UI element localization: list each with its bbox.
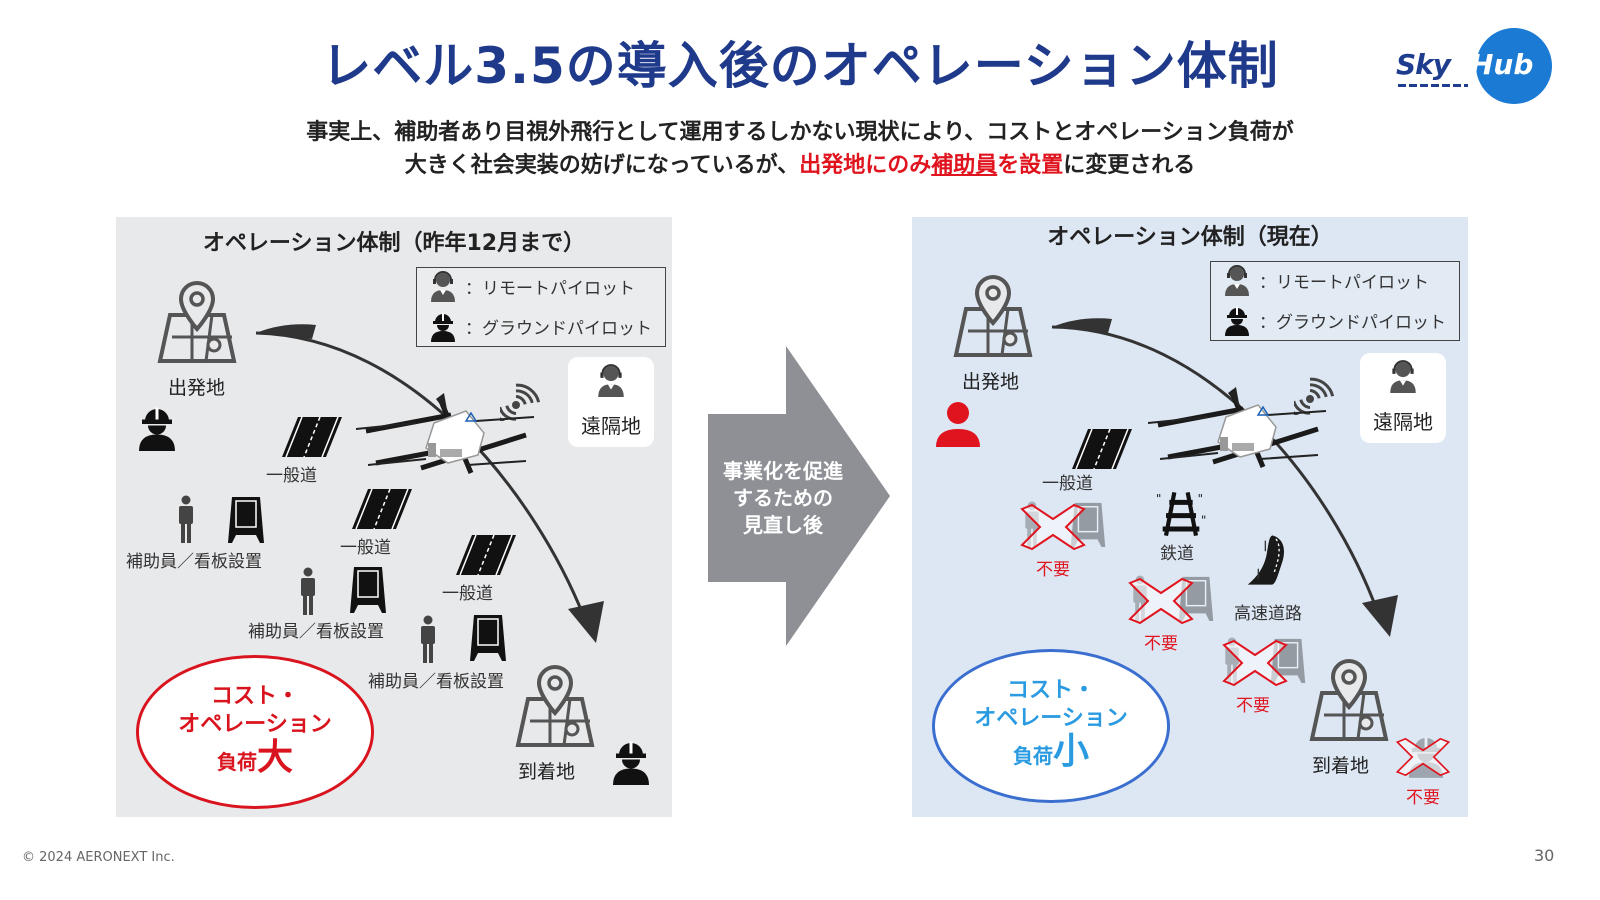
ground-pilot-icon (610, 735, 652, 787)
subtitle-highlight-a: 出発地にのみ (799, 153, 932, 178)
slide-title: レベル3.5の導入後のオペレーション体制 (321, 37, 1279, 95)
origin-label: 出発地 (962, 371, 1020, 393)
burden-small-badge: コスト・ オペレーション 負荷小 (932, 649, 1170, 803)
road-icon (352, 489, 412, 529)
left-panel-title: オペレーション体制（昨年12月まで） (202, 231, 586, 256)
legend-ground-pilot: ：グラウンドパイロット (1223, 304, 1446, 336)
logo-dash-line (1398, 84, 1468, 87)
burden-line-1: コスト・ (1006, 678, 1095, 703)
highway-icon (1246, 533, 1290, 587)
signboard-icon (348, 565, 388, 613)
burden-line-2: オペレーション (974, 706, 1128, 731)
railway-label: 鉄道 (1160, 544, 1194, 564)
legend-ground-pilot: ：グラウンドパイロット (429, 310, 652, 342)
legend-ground-pilot-label: ：グラウンドパイロット (1259, 312, 1446, 333)
transition-line-1: 事業化を促進 (723, 459, 843, 483)
transition-line-3: 見直し後 (743, 513, 823, 537)
burden-line-2: オペレーション (178, 712, 332, 737)
drone-image (1148, 387, 1328, 477)
burden-level: 小 (1052, 731, 1089, 772)
assistant-person-icon (298, 567, 318, 615)
origin-label: 出発地 (168, 377, 226, 399)
legend-remote-pilot-label: ：リモートパイロット (1259, 272, 1429, 293)
left-legend: ：リモートパイロット ：グラウンドパイロット (416, 267, 666, 347)
assistant-label: 補助員／看板設置 (248, 622, 384, 642)
right-panel-title: オペレーション体制（現在） (1047, 225, 1333, 250)
logo-text-sky: Sky (1396, 48, 1451, 81)
highway-label: 高速道路 (1234, 604, 1302, 624)
slide-subtitle: 事実上、補助者あり目視外飛行として運用するしかない現状により、コストとオペレーシ… (0, 116, 1600, 182)
burden-line-3: 負荷大 (217, 739, 293, 781)
copyright-text: © 2024 AERONEXT Inc. (22, 850, 175, 865)
assistant-origin-icon-highlighted (936, 402, 980, 447)
road-label: 一般道 (442, 584, 493, 604)
cross-out-icon (1220, 639, 1290, 687)
burden-prefix: 負荷 (1012, 744, 1053, 768)
remote-location-label: 遠隔地 (1373, 410, 1433, 434)
burden-large-badge: コスト・ オペレーション 負荷大 (136, 655, 374, 809)
remote-location-label: 遠隔地 (581, 414, 641, 438)
subtitle-highlight-b: を設置 (997, 153, 1064, 178)
road-icon (282, 417, 342, 457)
not-required-label: 不要 (1406, 788, 1440, 808)
subtitle-line-2: 大きく社会実装の妨げになっているが、出発地にのみ補助員を設置に変更される (0, 149, 1600, 182)
left-panel-operation-before: オペレーション体制（昨年12月まで） ：リモートパイロット ：グラウンドパイロッ… (116, 217, 672, 817)
page-number: 30 (1534, 846, 1555, 865)
right-legend: ：リモートパイロット ：グラウンドパイロット (1210, 261, 1460, 341)
right-panel-operation-current: オペレーション体制（現在） ：リモートパイロット ：グラウンドパイロット 出発地… (912, 217, 1468, 817)
assistant-label: 補助員／看板設置 (126, 552, 262, 572)
remote-location-box: 遠隔地 (1360, 353, 1446, 443)
origin-map-icon (152, 279, 242, 369)
assistant-person-icon (418, 615, 438, 663)
road-icon (1072, 429, 1132, 469)
origin-map-icon (948, 273, 1038, 363)
burden-line-3: 負荷小 (1013, 733, 1089, 775)
skyhub-logo: Sky Hub (1396, 26, 1556, 106)
ground-pilot-icon (136, 403, 178, 451)
signboard-icon (468, 613, 508, 661)
remote-pilot-icon (596, 363, 626, 397)
subtitle-suffix: に変更される (1063, 153, 1196, 178)
legend-remote-pilot: ：リモートパイロット (1223, 264, 1429, 296)
railway-icon (1156, 489, 1206, 539)
remote-pilot-icon (1388, 359, 1418, 393)
not-required-label: 不要 (1144, 634, 1178, 654)
road-label: 一般道 (1042, 474, 1093, 494)
remote-location-box: 遠隔地 (568, 357, 654, 447)
legend-ground-pilot-label: ：グラウンドパイロット (465, 318, 652, 339)
road-label: 一般道 (266, 466, 317, 486)
burden-level: 大 (256, 737, 293, 778)
subtitle-line-1: 事実上、補助者あり目視外飛行として運用するしかない現状により、コストとオペレーシ… (306, 120, 1294, 145)
cross-out-icon (1018, 503, 1088, 551)
road-label: 一般道 (340, 538, 391, 558)
not-required-label: 不要 (1236, 696, 1270, 716)
destination-map-icon (510, 663, 600, 753)
legend-remote-pilot: ：リモートパイロット (429, 270, 635, 302)
cross-out-icon (1394, 737, 1452, 777)
burden-prefix: 負荷 (216, 750, 257, 774)
logo-circle (1476, 28, 1552, 104)
assistant-label: 補助員／看板設置 (368, 672, 504, 692)
not-required-label: 不要 (1036, 560, 1070, 580)
transition-arrow (708, 346, 890, 646)
subtitle-highlight-underlined: 補助員 (931, 153, 998, 178)
drone-image (356, 393, 536, 483)
legend-remote-pilot-label: ：リモートパイロット (465, 278, 635, 299)
logo-text-hub: Hub (1470, 48, 1534, 81)
cross-out-icon (1126, 577, 1196, 625)
destination-map-icon (1304, 657, 1394, 747)
subtitle-prefix: 大きく社会実装の妨げになっているが、 (404, 153, 800, 178)
transition-arrow-text: 事業化を促進 するための 見直し後 (708, 458, 858, 539)
destination-label: 到着地 (1312, 755, 1370, 777)
transition-line-2: するための (733, 486, 833, 510)
burden-line-1: コスト・ (210, 684, 299, 709)
road-icon (456, 535, 516, 575)
destination-label: 到着地 (518, 761, 576, 783)
signboard-icon (226, 495, 266, 543)
assistant-person-icon (176, 495, 196, 543)
